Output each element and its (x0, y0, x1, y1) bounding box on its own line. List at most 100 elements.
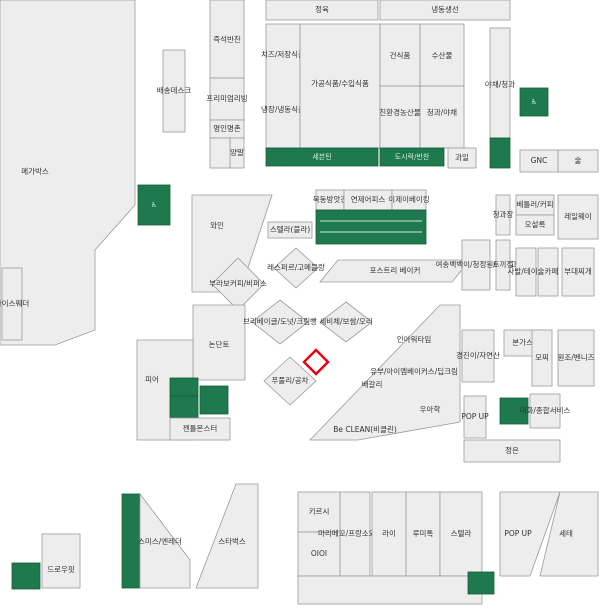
green-label-1: 세븐틴 (312, 152, 331, 161)
store-jeukseok[interactable] (209, 0, 245, 79)
store-label-olol: OIOI (311, 549, 327, 558)
store-chinhwan[interactable] (379, 85, 421, 149)
store-label-myeongin: 명인명촌 (213, 123, 241, 133)
store-drospit[interactable] (41, 533, 81, 589)
store-label-baegal: 배갈리 (362, 380, 383, 389)
store-yeosong[interactable] (461, 239, 491, 291)
store-gagong[interactable] (299, 23, 381, 149)
store-label-beclean: Be CLEAN(비클린) (333, 424, 397, 434)
store-label-popup1: POP UP (461, 412, 489, 421)
store-label-sebiche: 세비체/보쌈/오리 (319, 316, 372, 326)
store-starbucks[interactable] (195, 483, 259, 589)
store-label-gnc: GNC (531, 156, 548, 165)
store-label-naengjang: 냉장/냉동식품 (261, 104, 305, 114)
store-label-gagong: 가공식품/수입식품 (311, 79, 369, 88)
store-oseol[interactable] (515, 214, 555, 236)
restroom-4[interactable] (199, 385, 229, 415)
restroom-1[interactable] (519, 87, 549, 117)
store-daehwa[interactable] (529, 393, 561, 429)
store-label-budae: 부대찌개 (564, 266, 592, 276)
store-label-pastry: 포스트리 베이커 (370, 265, 421, 275)
restroom-3[interactable] (169, 395, 199, 419)
store-label-yeonjeeopisu: 연제어피스 (351, 194, 386, 204)
store-rai[interactable] (371, 491, 407, 577)
store-label-nongamro: 논단토 (209, 339, 230, 349)
store-starla[interactable] (267, 221, 313, 239)
store-sulcafe[interactable] (537, 247, 559, 297)
store-label-gyeongjin: 경진이/자연산 (456, 350, 500, 360)
store-label-popup2: POP UP (504, 529, 532, 538)
store-label-chizu: 치즈/저장식품 (261, 49, 305, 59)
store-sete[interactable] (539, 491, 599, 577)
store-cheonggwa[interactable] (419, 85, 465, 149)
escalator-1[interactable] (315, 209, 427, 245)
store-label-leseu: 레스퍼르/고메블랑 (267, 263, 325, 272)
store-briberi[interactable] (251, 299, 309, 345)
store-smisu[interactable] (139, 492, 191, 589)
store-label-starla: 스텔라(블라) (270, 225, 310, 234)
elevator[interactable] (169, 377, 199, 397)
store-label-starbucks: 스타벅스 (218, 536, 246, 546)
store-label-nikeu: 나이스웨더 (0, 298, 29, 308)
store-label-yeosong: 여송백백이/청정원/비비고 (436, 259, 517, 269)
store-label-jeongseong: 젠틀몬스터 (183, 424, 218, 433)
store-mochi[interactable] (531, 329, 553, 387)
restroom-7[interactable] (467, 571, 495, 595)
store-budae[interactable] (561, 247, 595, 297)
store-filler-1 (209, 137, 231, 169)
store-bottom-strip (297, 575, 483, 605)
store-baegal[interactable] (309, 304, 461, 441)
green-area-1[interactable] (265, 147, 379, 167)
store-chizu[interactable] (265, 23, 301, 149)
store-popup1[interactable] (463, 395, 487, 439)
store-label-oseol: 오설록 (525, 220, 546, 229)
store-popup2[interactable] (499, 491, 561, 577)
green-area-2[interactable] (379, 147, 445, 167)
store-sul[interactable] (557, 149, 599, 173)
store-jeongseong[interactable] (169, 417, 231, 441)
green-area-3[interactable] (489, 137, 511, 169)
store-label-seutella: 스텔라 (451, 529, 472, 538)
store-label-premium: 프리미엄리빙 (206, 94, 247, 103)
store-label-jeongyuk: 정육 (315, 4, 329, 14)
store-jeonjae[interactable] (557, 329, 595, 387)
store-seutella[interactable] (439, 491, 483, 577)
store-label-jeongeun: 정은 (505, 445, 519, 455)
store-label-kirosi: 키르시 (309, 507, 330, 516)
store-label-mariemae: 마리메꼬/프랑소와/저베 (318, 528, 392, 538)
store-baesong[interactable] (162, 49, 186, 133)
store-label-yachae: 야채/청과 (485, 79, 515, 89)
store-label-baesong: 배송데스크 (157, 86, 192, 95)
store-label-intoeum: 인아워타임 (397, 334, 432, 344)
store-label-beutheu: 부라보커피/비퍼스 (209, 279, 267, 288)
store-label-geonsik: 건식품 (390, 50, 411, 60)
store-label-drospit: 드로우핏 (47, 564, 75, 574)
restroom-2[interactable] (137, 184, 171, 226)
store-megabox[interactable] (0, 0, 136, 346)
store-label-rai: 라이 (382, 528, 396, 538)
store-leseu[interactable] (273, 247, 319, 289)
store-naengdong[interactable] (379, 0, 511, 21)
store-label-sabal: 사발/테이블 (507, 266, 544, 276)
store-toghi[interactable] (495, 239, 511, 291)
store-raeil[interactable] (557, 194, 599, 240)
store-label-daehwa: 대화/종합서비스 (520, 406, 571, 415)
store-sebiche[interactable] (319, 301, 373, 343)
store-pastry[interactable] (319, 259, 471, 283)
store-label-rumituk: 루미톡 (413, 529, 434, 538)
restroom-6[interactable] (11, 562, 41, 590)
restroom-icon: ♿ (531, 98, 537, 106)
restroom-5[interactable] (499, 397, 529, 425)
store-jeongyuk[interactable] (265, 0, 379, 21)
store-nikeu[interactable] (1, 267, 23, 341)
store-gyeongjin[interactable] (461, 329, 495, 383)
store-cheonggwaja[interactable] (495, 194, 511, 236)
store-gwaseong[interactable] (447, 147, 477, 169)
store-susan[interactable] (419, 23, 465, 87)
store-label-megabox: 메가박스 (21, 166, 49, 176)
store-rumituk[interactable] (405, 491, 441, 577)
store-sabal[interactable] (515, 247, 537, 297)
store-pupuri[interactable] (263, 356, 317, 406)
store-label-briberi: 브리베이글/도넛/크림빵 (243, 316, 317, 326)
store-jeongeun[interactable] (463, 439, 561, 463)
